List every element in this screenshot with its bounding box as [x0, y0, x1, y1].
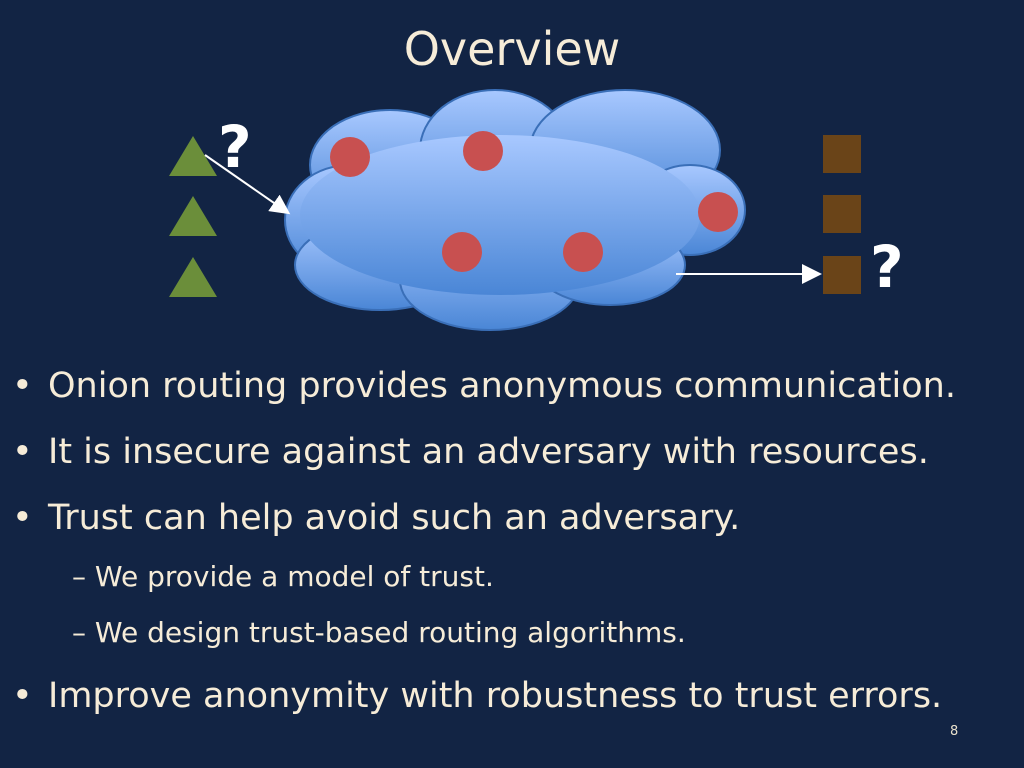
users: [169, 136, 217, 297]
router-node: [563, 232, 603, 272]
slide-number: 8: [950, 724, 959, 739]
bullet-item: •Onion routing provides anonymous commun…: [12, 366, 956, 406]
onion-routing-diagram: [169, 89, 861, 331]
sub-bullet-item: – We provide a model of trust.: [72, 560, 494, 593]
user-triangle: [169, 196, 217, 236]
bullet-item: •Improve anonymity with robustness to tr…: [12, 676, 943, 716]
onion-routers: [330, 131, 738, 272]
entry-arrow: [204, 154, 291, 215]
destination-square: [823, 195, 861, 233]
bullet-item: •Trust can help avoid such an adversary.: [12, 498, 741, 538]
destinations: [823, 135, 861, 294]
sub-bullet-item: – We design trust-based routing algorith…: [72, 616, 686, 649]
destination-square: [823, 135, 861, 173]
destination-square: [823, 256, 861, 294]
left-question-mark: ?: [218, 113, 252, 181]
router-node: [442, 232, 482, 272]
network-cloud: [284, 89, 746, 331]
router-node: [698, 192, 738, 232]
slide-title: Overview: [403, 22, 621, 76]
user-triangle: [169, 136, 217, 176]
router-node: [330, 137, 370, 177]
router-node: [463, 131, 503, 171]
right-question-mark: ?: [870, 233, 904, 301]
user-triangle: [169, 257, 217, 297]
bullet-item: •It is insecure against an adversary wit…: [12, 432, 929, 472]
